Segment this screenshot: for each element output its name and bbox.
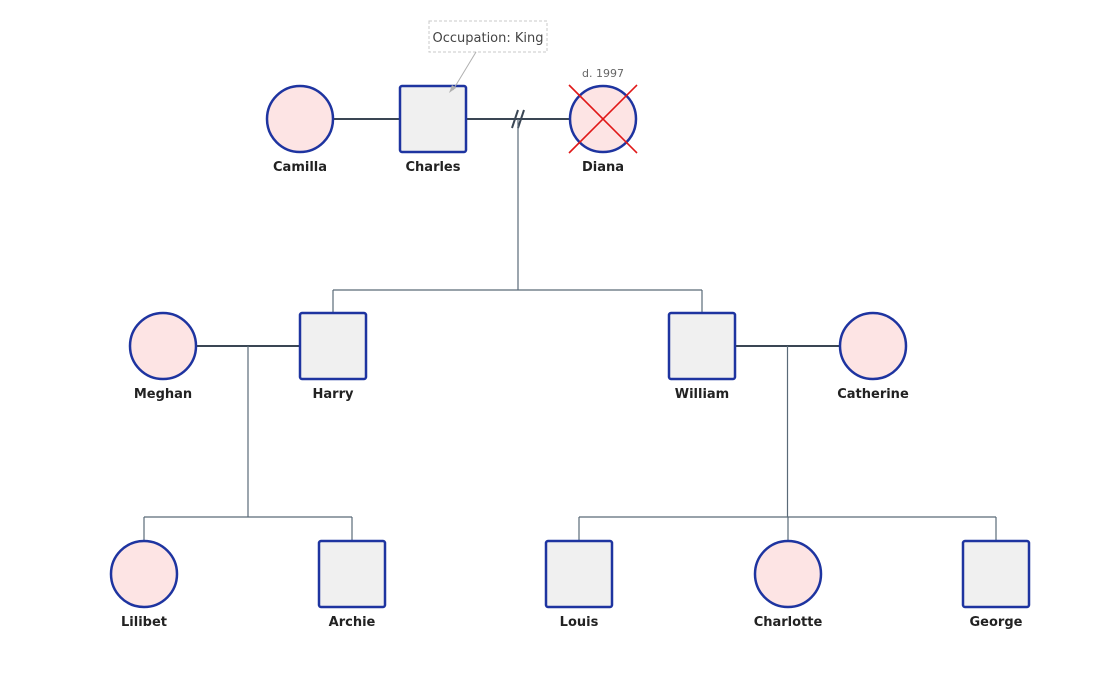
male-symbol [667,311,737,381]
person-name-label: Camilla [273,160,327,175]
person-harry[interactable]: Harry [298,311,368,402]
person-name-label: Archie [329,615,376,630]
person-name-label: Charles [406,160,461,175]
female-symbol [753,539,823,609]
person-name-label: Louis [560,615,599,630]
person-name-label: George [970,615,1023,630]
connector-lines [143,109,997,541]
female-symbol [265,84,335,154]
person-name-label: Harry [313,387,354,402]
annotation-box [428,20,548,53]
divorce-mark-2 [517,109,525,129]
divorce-mark-1 [511,109,519,129]
person-name-label: Meghan [134,387,192,402]
occupation-annotation: Occupation: King [428,20,548,93]
person-william[interactable]: William [667,311,737,402]
female-symbol [838,311,908,381]
person-name-label: Catherine [837,387,909,402]
person-charlotte[interactable]: Charlotte [753,539,823,630]
annotation-text: Occupation: King [432,31,543,46]
male-symbol [961,539,1031,609]
person-name-label: Diana [582,160,624,175]
person-meghan[interactable]: Meghan [128,311,198,402]
person-archie[interactable]: Archie [317,539,387,630]
person-camilla[interactable]: Camilla [265,84,335,175]
female-symbol [128,311,198,381]
person-name-label: Lilibet [121,615,167,630]
male-symbol [298,311,368,381]
person-louis[interactable]: Louis [544,539,614,630]
male-symbol [398,84,468,154]
annotation-arrow-head [449,85,456,93]
death-year-label: d. 1997 [582,67,624,80]
male-symbol [544,539,614,609]
deceased-cross-line [568,84,638,154]
person-catherine[interactable]: Catherine [837,311,909,402]
person-george[interactable]: George [961,539,1031,630]
male-symbol [317,539,387,609]
person-name-label: Charlotte [754,615,823,630]
person-lilibet[interactable]: Lilibet [109,539,179,630]
person-name-label: William [675,387,729,402]
female-symbol [109,539,179,609]
person-charles[interactable]: Charles [398,84,468,175]
annotation-pointer [452,51,477,91]
